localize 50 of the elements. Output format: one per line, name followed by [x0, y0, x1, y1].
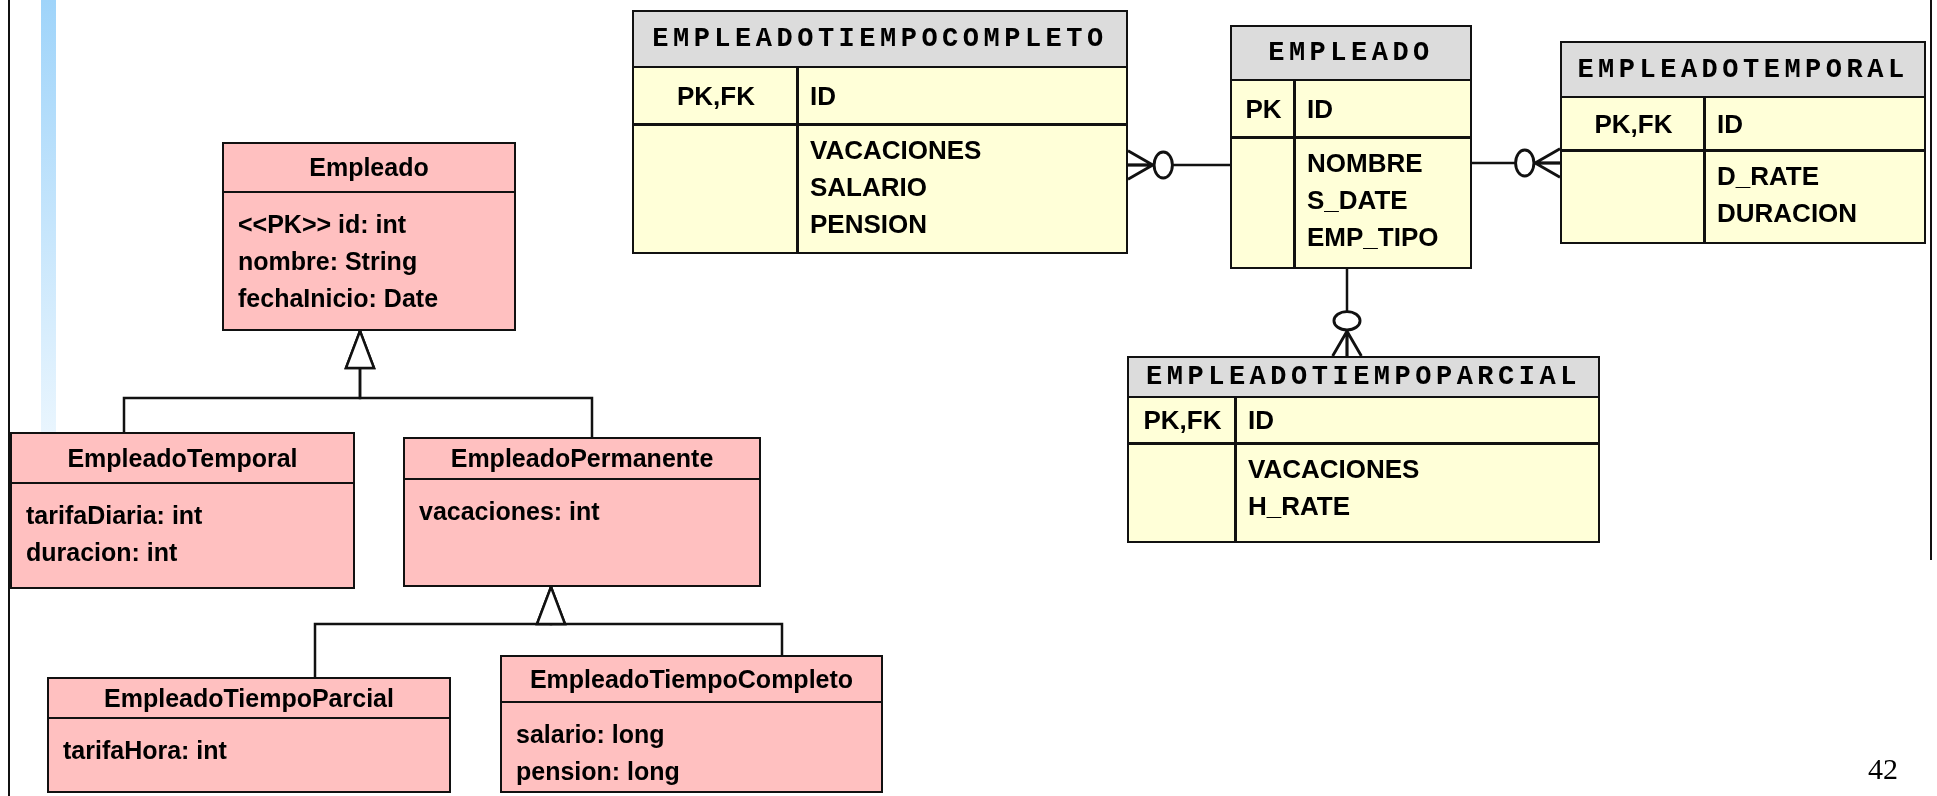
key-label: PK,FK [1142, 405, 1223, 435]
attribute: <<PK>> id: int [238, 209, 407, 239]
class-name: EmpleadoTemporal [12, 434, 353, 484]
column-name: SALARIO [810, 171, 927, 204]
class-name: EmpleadoTiempoParcial [49, 679, 449, 719]
column-name: DURACION [1717, 197, 1858, 230]
class-box [47, 677, 451, 793]
class-name: Empleado [224, 144, 514, 193]
class-name: EmpleadoTiempoCompleto [502, 657, 881, 703]
column-name: VACACIONES [810, 134, 982, 167]
generalization-arrow [344, 329, 594, 437]
class-box [403, 437, 761, 587]
key-label: PK,FK [676, 80, 756, 111]
attribute: pension: long [516, 756, 680, 786]
column-name: NOMBRE [1307, 147, 1423, 180]
column-name: VACACIONES [1248, 453, 1420, 486]
attribute: tarifaHora: int [63, 735, 227, 765]
generalization-arrow [535, 585, 784, 655]
column-name: ID [1248, 405, 1274, 435]
table-name: EMPLEADOTEMPORAL [1562, 43, 1924, 98]
entity-table [1230, 25, 1472, 269]
key-label: PK,FK [1593, 108, 1674, 139]
column-name: H_RATE [1248, 490, 1351, 523]
attribute: vacaciones: int [419, 496, 600, 526]
key-label: PK [1244, 93, 1283, 124]
class-box [10, 432, 355, 589]
column-name: PENSION [810, 208, 928, 241]
column-name: ID [1717, 108, 1743, 139]
attribute: tarifaDiaria: int [26, 500, 203, 530]
attribute: fechaInicio: Date [238, 283, 439, 313]
class-box [500, 655, 883, 793]
column-name: EMP_TIPO [1307, 221, 1439, 254]
column-name: ID [1307, 93, 1333, 124]
attribute: duracion: int [26, 537, 178, 567]
relationship-line [1472, 147, 1562, 179]
attribute: salario: long [516, 719, 665, 749]
column-name: S_DATE [1307, 184, 1408, 217]
table-name: EMPLEADOTIEMPOCOMPLETO [634, 12, 1126, 68]
class-box [222, 142, 516, 331]
table-name: EMPLEADOTIEMPOPARCIAL [1129, 358, 1598, 398]
column-name: D_RATE [1717, 160, 1820, 193]
entity-table [1127, 356, 1600, 543]
relationship-line [1331, 269, 1363, 358]
attribute: nombre: String [238, 246, 418, 276]
class-name: EmpleadoPermanente [405, 439, 759, 480]
table-name: EMPLEADO [1232, 27, 1470, 81]
entity-table [1560, 41, 1926, 244]
page-number: 42 [1868, 752, 1898, 786]
column-name: ID [810, 80, 836, 111]
entity-table [632, 10, 1128, 254]
